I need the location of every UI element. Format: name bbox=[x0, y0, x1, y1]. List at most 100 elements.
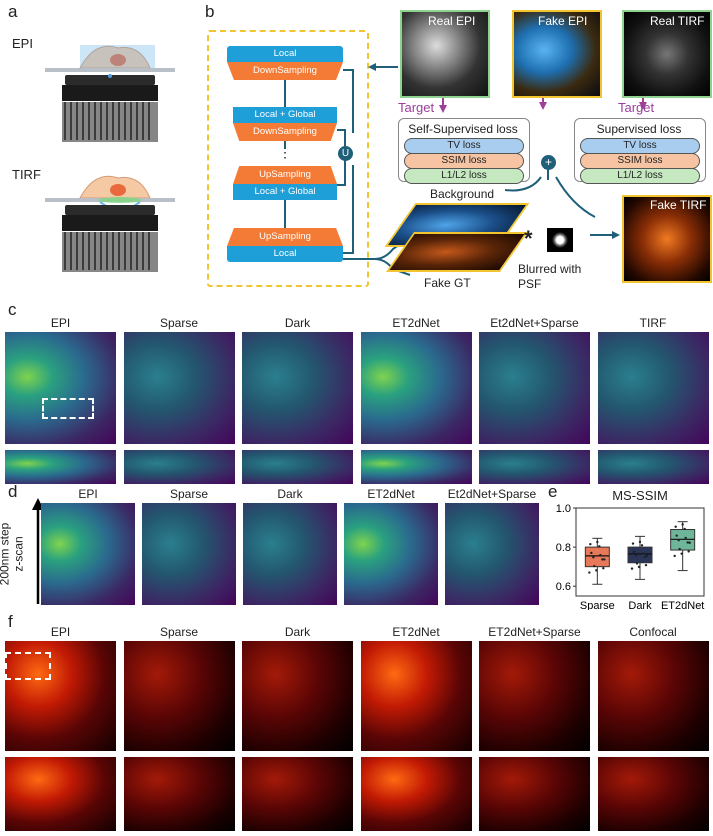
epi-label: EPI bbox=[12, 36, 33, 51]
panel-c-roi-box bbox=[42, 398, 94, 419]
panel_c-zoom-strip bbox=[360, 450, 472, 484]
panel_d-image bbox=[344, 503, 438, 605]
block-upsampling-2: UpSampling bbox=[227, 228, 343, 246]
panel_c-image bbox=[597, 332, 709, 444]
fake-tirf-label: Fake TIRF bbox=[650, 198, 707, 212]
data-point bbox=[634, 554, 638, 557]
chart-title: MS-SSIM bbox=[612, 488, 668, 503]
panel_c-zoom-strip bbox=[597, 450, 709, 484]
network-frame bbox=[207, 30, 369, 287]
data-point bbox=[683, 527, 686, 531]
psf-image bbox=[547, 228, 573, 252]
data-point bbox=[680, 552, 683, 555]
fake-epi-image bbox=[512, 10, 602, 98]
panel_d-column-label: Et2dNet+Sparse bbox=[447, 487, 537, 501]
target-left: Target bbox=[398, 100, 435, 115]
panel-e-label: e bbox=[548, 482, 558, 501]
panel_f-image bbox=[479, 641, 590, 751]
panel_d-image bbox=[243, 503, 337, 605]
data-point bbox=[645, 554, 649, 557]
panel_c-image bbox=[360, 332, 472, 444]
u-node: U bbox=[338, 146, 353, 161]
panel_f-image bbox=[597, 641, 709, 751]
data-point bbox=[589, 542, 592, 546]
data-point bbox=[630, 567, 634, 570]
self-supervised-title: Self-Supervised loss bbox=[408, 122, 518, 136]
data-point bbox=[675, 534, 678, 537]
panel_c-image bbox=[242, 332, 353, 444]
data-point bbox=[593, 564, 596, 568]
panel_f-zoom-strip bbox=[123, 757, 235, 831]
block-local-bottom: Local bbox=[227, 246, 343, 262]
panel_f-column-label: Dark bbox=[284, 625, 311, 639]
data-point bbox=[592, 556, 595, 559]
data-point bbox=[601, 558, 604, 561]
panel_c-column-label: Dark bbox=[284, 316, 311, 330]
panel_f-zoom-strip bbox=[597, 757, 709, 831]
panel-b-label: b bbox=[205, 2, 215, 21]
panel_f-image bbox=[360, 641, 472, 751]
y-tick-label: 0.6 bbox=[556, 581, 571, 593]
sup-ssim-loss: SSIM loss bbox=[580, 153, 700, 169]
panel_c-column-label: Et2dNet+Sparse bbox=[490, 316, 579, 330]
fake-epi-label: Fake EPI bbox=[538, 14, 588, 28]
data-point bbox=[635, 562, 639, 565]
data-point bbox=[686, 541, 689, 544]
self-l1l2-loss: L1/L2 loss bbox=[404, 168, 524, 184]
data-point bbox=[631, 542, 635, 545]
panel_c-column-label: EPI bbox=[50, 316, 71, 330]
panel-a-label: a bbox=[8, 2, 18, 21]
y-tick-label: 0.8 bbox=[556, 542, 571, 554]
panel_d-column-label: Dark bbox=[277, 487, 303, 501]
data-point bbox=[588, 571, 591, 574]
x-category-label: ET2dNet bbox=[661, 600, 704, 610]
panel_f-column-label: Confocal bbox=[629, 625, 677, 639]
box-sparse bbox=[584, 546, 610, 568]
panel_f-column-label: EPI bbox=[50, 625, 71, 639]
data-point bbox=[643, 555, 647, 559]
data-point bbox=[640, 544, 644, 547]
x-category-label: Dark bbox=[628, 600, 652, 610]
y-tick-label: 1.0 bbox=[556, 503, 571, 515]
data-point bbox=[644, 563, 648, 567]
panel-f-label: f bbox=[8, 612, 13, 631]
block-local-global-2: Local + Global bbox=[233, 184, 337, 200]
block-downsampling-1: DownSampling bbox=[227, 62, 343, 80]
box-dark bbox=[627, 546, 653, 564]
real-tirf-label: Real TIRF bbox=[650, 14, 705, 28]
plus-node: + bbox=[541, 155, 556, 170]
tirf-label: TIRF bbox=[12, 167, 41, 182]
ellipsis-dots: ⋮ bbox=[278, 144, 292, 160]
fake-gt-label: Fake GT bbox=[424, 276, 471, 290]
data-point bbox=[641, 552, 645, 555]
blurred-label: Blurred with PSF bbox=[518, 262, 582, 291]
data-point bbox=[590, 551, 593, 555]
supervised-title: Supervised loss bbox=[596, 122, 682, 136]
panel_f-image bbox=[123, 641, 235, 751]
data-point bbox=[599, 553, 602, 557]
panel_d-image bbox=[445, 503, 539, 605]
fake-tirf-image bbox=[622, 195, 712, 283]
panel_f-column-label: Sparse bbox=[159, 625, 199, 639]
data-point bbox=[684, 536, 687, 540]
panel_c-image bbox=[5, 332, 116, 444]
panel_d-image bbox=[142, 503, 236, 605]
panel_f-zoom-strip bbox=[5, 757, 116, 831]
panel-f-roi-box bbox=[5, 652, 51, 680]
data-point bbox=[687, 550, 690, 553]
plot-frame bbox=[575, 507, 705, 597]
data-point bbox=[678, 547, 681, 551]
data-point bbox=[596, 540, 599, 544]
real-epi-image bbox=[400, 10, 490, 98]
z-scan-label: 200nm step z-scan bbox=[0, 522, 26, 586]
panel_d-column-label: Sparse bbox=[169, 487, 209, 501]
panel_c-zoom-strip bbox=[5, 450, 116, 484]
panel_c-image bbox=[479, 332, 590, 444]
panel_f-column-label: ET2dNet+Sparse bbox=[488, 625, 581, 639]
data-point bbox=[598, 545, 601, 548]
data-point bbox=[637, 565, 641, 569]
background-label: Background bbox=[430, 187, 495, 201]
panel_c-column-label: TIRF bbox=[639, 316, 667, 330]
panel-d-label: d bbox=[8, 482, 18, 501]
panel_c-column-label: Sparse bbox=[159, 316, 199, 330]
